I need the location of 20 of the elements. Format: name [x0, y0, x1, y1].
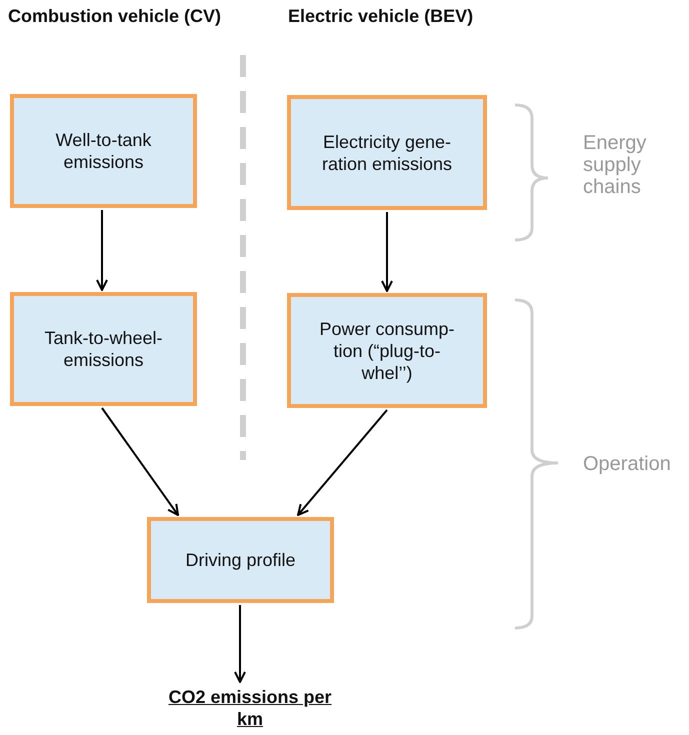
arrow: [101, 407, 179, 516]
brace-label: Energy supply chains: [583, 132, 648, 198]
brace-label: Operation: [583, 453, 672, 475]
process-box: [147, 517, 334, 603]
box-text: Power consump- tion (“plug-to- whel’’): [318, 318, 456, 384]
arrow: [96, 210, 108, 291]
process-box: [287, 293, 487, 408]
arrow: [297, 409, 388, 516]
process-box: [10, 292, 197, 406]
arrow: [381, 212, 393, 292]
process-box: [287, 95, 487, 210]
column-heading: Electric vehicle (BEV): [288, 6, 474, 26]
box-text: Well-to-tank emissions: [54, 129, 152, 173]
box-text: Electricity gene- ration emissions: [320, 130, 454, 174]
process-box: [10, 94, 197, 208]
result-text: CO2 emissions per km: [167, 686, 333, 730]
box-text: Tank-to-wheel- emissions: [43, 327, 164, 371]
box-text: Driving profile: [184, 549, 297, 571]
arrow: [234, 605, 246, 683]
column-heading: Combustion vehicle (CV): [8, 6, 222, 26]
